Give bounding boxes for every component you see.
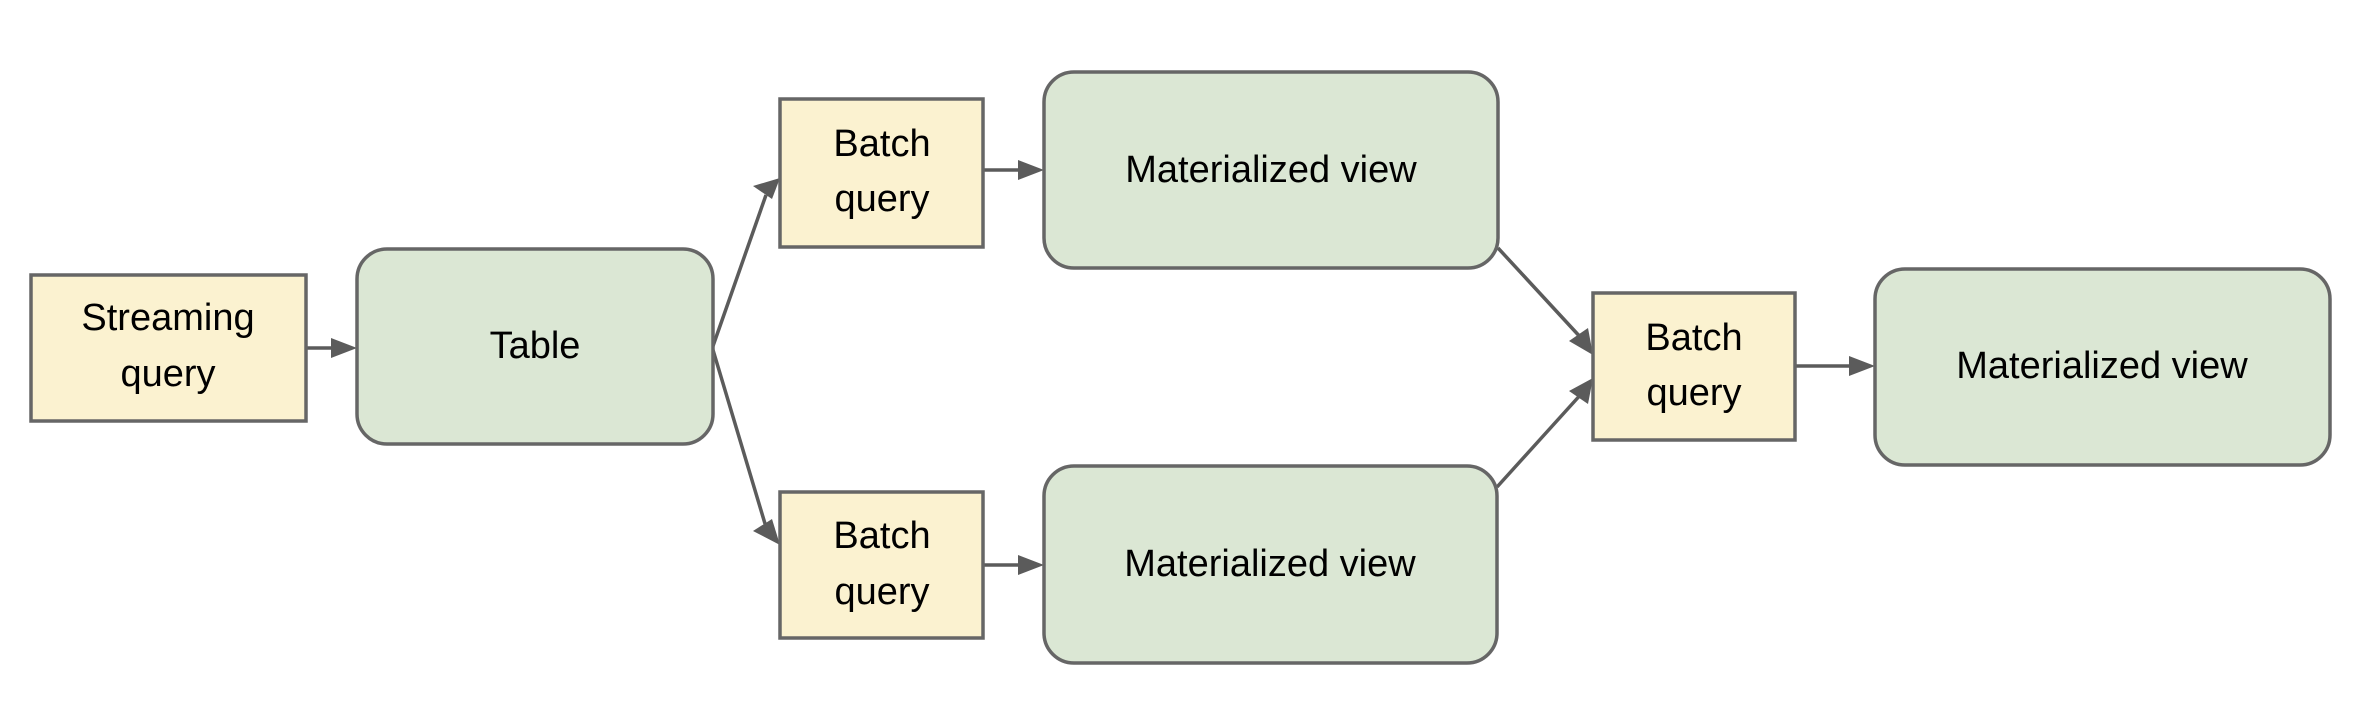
node-streaming-query-label-line-1: Streaming [81, 297, 254, 339]
node-batch-query-top[interactable]: Batch query [778, 97, 985, 249]
node-batch-query-top-label-line-1: Batch [833, 123, 930, 165]
node-batch-query-bottom-label-line-2: query [834, 571, 929, 613]
node-table-label: Table [490, 325, 581, 367]
edge-batch-bottom-to-mv-bottom [983, 555, 1044, 575]
edge-batch-top-to-mv-top [983, 160, 1044, 180]
node-streaming-query[interactable]: Streaming query [29, 273, 308, 423]
edge-table-to-batch-bottom [711, 349, 780, 545]
node-streaming-query-label-line-2: query [120, 353, 215, 395]
node-materialized-view-bottom[interactable]: Materialized view [1042, 464, 1499, 665]
node-batch-query-bottom-label-line-1: Batch [833, 515, 930, 557]
node-layer: Streaming query Table Batch query Materi… [29, 70, 2332, 665]
node-materialized-view-top-label: Materialized view [1125, 149, 1417, 191]
node-batch-query-top-label-line-2: query [834, 178, 929, 220]
node-batch-query-center[interactable]: Batch query [1591, 291, 1797, 442]
node-materialized-view-right-label: Materialized view [1956, 345, 2248, 387]
edge-table-to-batch-top [711, 178, 780, 347]
node-table[interactable]: Table [355, 247, 715, 446]
node-materialized-view-top[interactable]: Materialized view [1042, 70, 1500, 270]
node-batch-query-bottom[interactable]: Batch query [778, 490, 985, 640]
node-batch-query-center-label-line-1: Batch [1645, 317, 1742, 359]
edge-mv-bottom-to-batch-center [1495, 378, 1593, 489]
edge-streaming-to-table [306, 338, 357, 358]
edge-batch-center-to-mv-right [1795, 356, 1875, 376]
edge-mv-top-to-batch-center [1496, 246, 1593, 355]
node-batch-query-center-label-line-2: query [1646, 372, 1741, 414]
edge-layer [306, 160, 1875, 575]
node-materialized-view-bottom-label: Materialized view [1124, 543, 1416, 585]
node-materialized-view-right[interactable]: Materialized view [1873, 267, 2332, 467]
